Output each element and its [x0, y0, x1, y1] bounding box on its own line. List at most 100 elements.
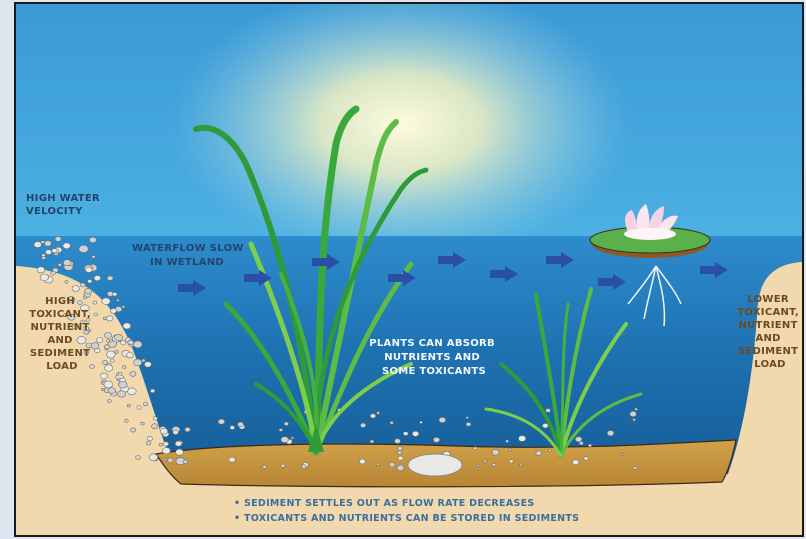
- pebble: [144, 362, 151, 368]
- pebble: [109, 340, 112, 342]
- pebble: [88, 280, 92, 284]
- pebble: [546, 409, 551, 413]
- pebble: [173, 430, 179, 434]
- pebble: [122, 306, 125, 308]
- pebble: [119, 381, 127, 388]
- pebble: [509, 448, 512, 450]
- pebble: [55, 237, 61, 242]
- pebble: [63, 260, 71, 266]
- pebble: [518, 436, 525, 442]
- pebble: [105, 365, 113, 372]
- large-stone: [408, 454, 462, 476]
- pebble: [149, 454, 158, 461]
- pebble: [51, 271, 56, 275]
- pebble: [163, 442, 168, 446]
- wetland-scene: HIGH WATER VELOCITY WATERFLOW SLOW IN WE…: [16, 4, 802, 535]
- pebble: [111, 309, 117, 314]
- pebble: [123, 323, 131, 329]
- wetland-diagram: HIGH WATER VELOCITY WATERFLOW SLOW IN WE…: [14, 2, 804, 537]
- pebble: [94, 275, 101, 280]
- pebble: [107, 276, 113, 281]
- pebble: [41, 241, 45, 244]
- pebble: [412, 431, 419, 436]
- pebble: [635, 408, 638, 410]
- pebble: [302, 465, 307, 469]
- pebble: [153, 417, 157, 420]
- pebble: [397, 465, 404, 471]
- pebble: [389, 462, 395, 467]
- pebble: [83, 296, 87, 299]
- pebble: [128, 340, 134, 345]
- pebble: [85, 288, 92, 294]
- pebble: [136, 456, 141, 460]
- pebble: [575, 437, 582, 442]
- pebble: [152, 424, 158, 429]
- pebble: [420, 421, 423, 423]
- pebble: [291, 437, 294, 439]
- pebble: [107, 316, 114, 321]
- pebble: [146, 442, 151, 446]
- pebble: [572, 460, 579, 465]
- pebble: [104, 381, 113, 388]
- pebble: [150, 389, 154, 393]
- pebble: [131, 428, 136, 432]
- pebble: [52, 249, 57, 253]
- pebble: [359, 459, 365, 464]
- label-plants-absorb: PLANTS CAN ABSORB NUTRIENTS AND SOME TOX…: [369, 338, 499, 377]
- pebble: [633, 467, 637, 470]
- pebble: [92, 255, 96, 258]
- pebble: [360, 423, 365, 427]
- pebble: [143, 402, 148, 406]
- pebble: [377, 412, 380, 414]
- pebble: [34, 242, 42, 248]
- pebble: [398, 446, 403, 450]
- pebble: [474, 447, 477, 450]
- pebble: [130, 371, 136, 376]
- pebble: [542, 423, 548, 428]
- pebble: [218, 419, 225, 424]
- pebble: [281, 437, 289, 443]
- pebble: [549, 449, 552, 451]
- pebble: [536, 451, 542, 456]
- pebble: [105, 333, 112, 339]
- pebble: [124, 419, 128, 422]
- pebble: [44, 241, 51, 247]
- pebble: [466, 417, 469, 419]
- pebble: [175, 441, 181, 446]
- pebble: [633, 419, 636, 421]
- pebble: [58, 263, 62, 266]
- pebble: [72, 286, 79, 292]
- pebble: [183, 460, 187, 464]
- pebble: [506, 440, 509, 442]
- pebble: [102, 360, 107, 364]
- pebble: [588, 444, 591, 447]
- pebble: [137, 406, 141, 410]
- pebble: [492, 449, 499, 455]
- pebble: [104, 345, 109, 349]
- pebble: [185, 427, 190, 431]
- pebble: [466, 422, 471, 426]
- pebble: [162, 448, 170, 454]
- pebble: [108, 400, 112, 403]
- pebble: [147, 436, 152, 440]
- pebble: [134, 359, 142, 366]
- pebble: [229, 457, 236, 462]
- pebble: [376, 463, 379, 466]
- pebble: [63, 243, 71, 249]
- pebble: [160, 428, 167, 434]
- pebble: [439, 417, 446, 422]
- pebble: [284, 422, 288, 425]
- pebble: [85, 267, 92, 272]
- pebble: [370, 440, 374, 443]
- pebble: [477, 464, 480, 466]
- pebble: [89, 237, 96, 243]
- pebble: [37, 267, 45, 273]
- pebble: [134, 341, 143, 348]
- pebble: [112, 293, 117, 297]
- pebble: [630, 411, 637, 416]
- pebble: [509, 460, 513, 463]
- pebble: [263, 465, 267, 468]
- pebble: [65, 281, 68, 284]
- pebble: [370, 414, 375, 418]
- caption-sediment-settles: • SEDIMENT SETTLES OUT AS FLOW RATE DECR…: [234, 498, 535, 509]
